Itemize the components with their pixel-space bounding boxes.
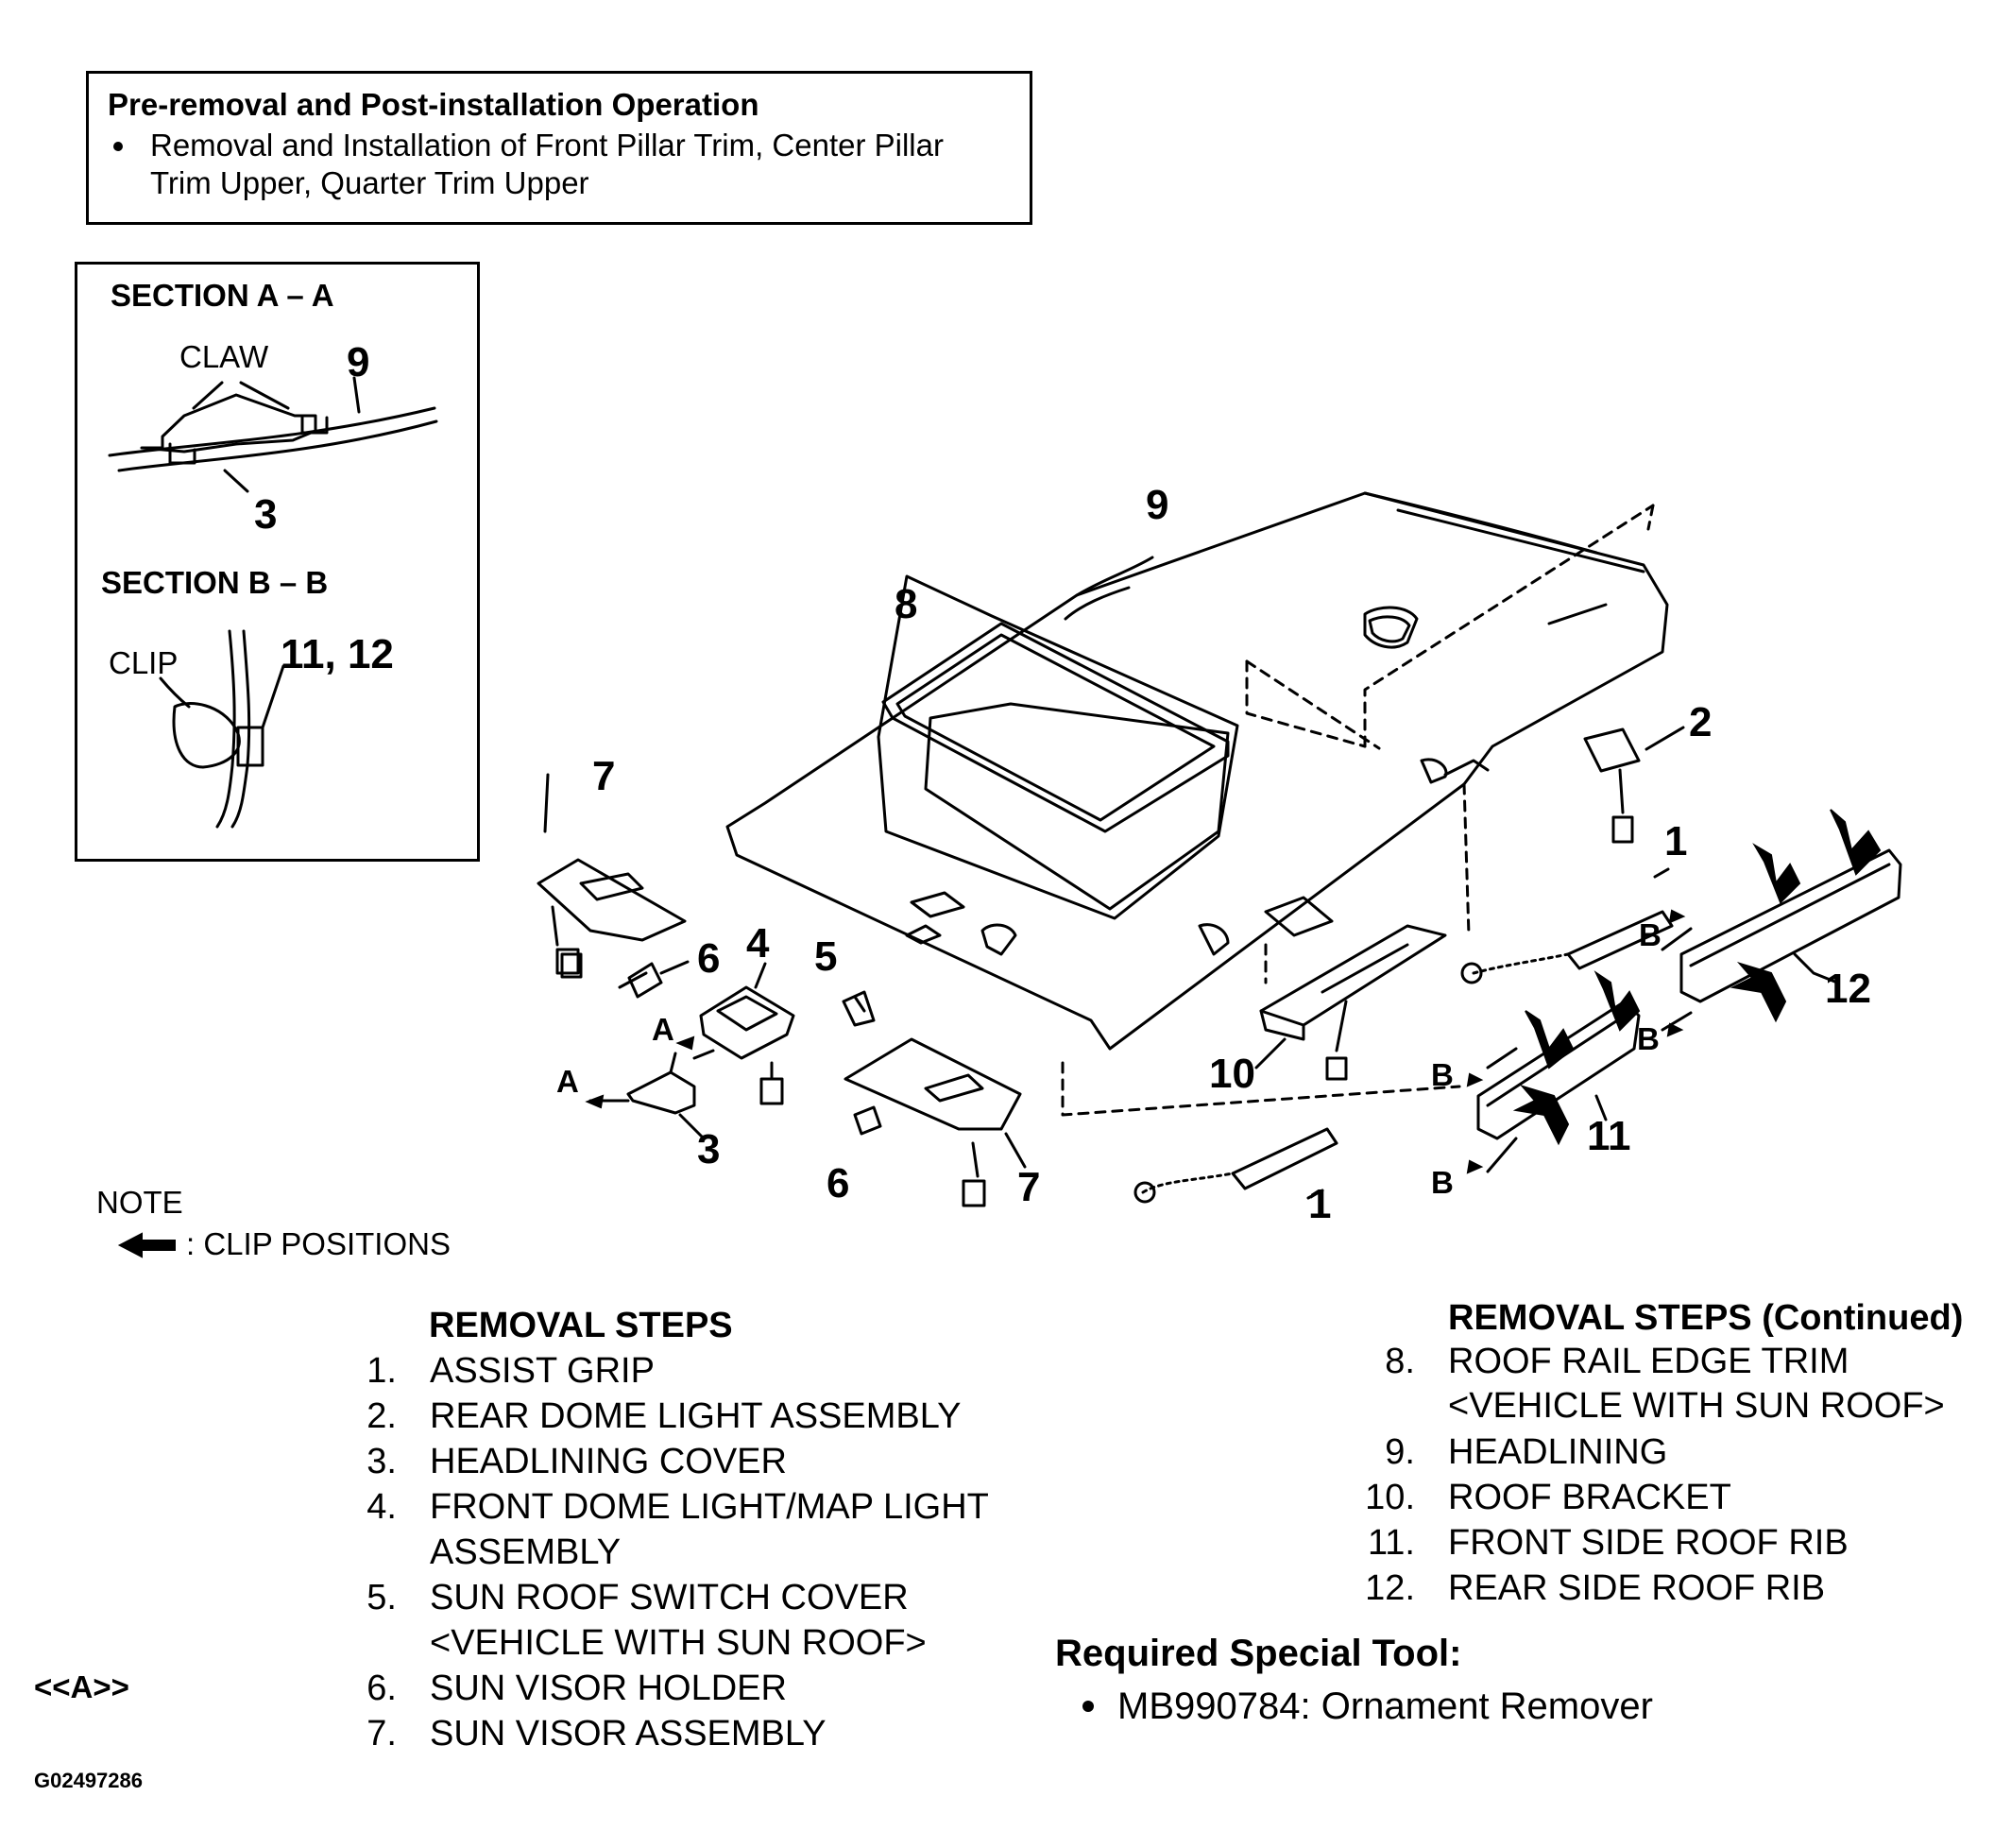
step-text: SUN VISOR HOLDER	[430, 1668, 787, 1708]
step-text: ASSIST GRIP	[430, 1351, 655, 1391]
step-text: ROOF RAIL EDGE TRIM	[1448, 1342, 1849, 1381]
step-text: <VEHICLE WITH SUN ROOF>	[430, 1623, 927, 1663]
special-tool-bullet	[1082, 1701, 1094, 1712]
section-bb-drawing	[159, 629, 285, 829]
section-marker-a2: A	[556, 1064, 579, 1099]
callout-3: 3	[697, 1126, 721, 1172]
section-aa-title: SECTION A – A	[111, 278, 334, 313]
step-text: FRONT DOME LIGHT/MAP LIGHT	[430, 1487, 989, 1527]
step-text: REAR DOME LIGHT ASSEMBLY	[430, 1396, 962, 1436]
section-marker-b1: B	[1639, 917, 1662, 952]
sun-visor-left-drawing	[537, 773, 690, 999]
step-text: SUN VISOR ASSEMBLY	[430, 1714, 827, 1754]
callout-2: 2	[1689, 699, 1713, 745]
step-text: <VEHICLE WITH SUN ROOF>	[1448, 1386, 1945, 1426]
section-aa-num3: 3	[254, 491, 278, 538]
step-text: ROOF BRACKET	[1448, 1478, 1731, 1517]
section-bb-nums: 11, 12	[281, 631, 394, 677]
section-box: SECTION A – A CLAW 9 3 SECTION B – B CLI…	[75, 262, 480, 862]
clip-label: CLIP	[109, 645, 179, 680]
section-aa-num9: 9	[347, 339, 370, 385]
callout-11: 11	[1587, 1113, 1631, 1159]
step-number: 4.	[366, 1487, 397, 1527]
rear-dome-light-drawing	[1583, 726, 1685, 844]
step-text: HEADLINING COVER	[430, 1442, 787, 1481]
section-bb-title: SECTION B – B	[101, 565, 329, 600]
step-text: REAR SIDE ROOF RIB	[1448, 1568, 1826, 1608]
special-tool-title: Required Special Tool:	[1055, 1633, 1462, 1674]
note-clip-positions: : CLIP POSITIONS	[186, 1226, 451, 1261]
callout-1-right: 1	[1664, 818, 1688, 864]
headlining-drawing	[725, 491, 1669, 1117]
preop-bullet	[113, 142, 123, 151]
callout-9: 9	[1146, 482, 1169, 528]
clip-arrows	[117, 809, 1882, 1258]
section-marker-b4: B	[1431, 1165, 1454, 1200]
callout-10: 10	[1209, 1051, 1255, 1097]
step-number: 6.	[366, 1668, 397, 1708]
switch-cover-drawing	[842, 990, 876, 1027]
note-title: NOTE	[96, 1185, 183, 1220]
headlining-cover-drawing	[588, 1049, 715, 1140]
section-aa-drawing	[108, 376, 438, 493]
screws-left-drawing	[555, 948, 648, 989]
section-marker-b2: B	[1637, 1021, 1660, 1056]
callout-5: 5	[814, 933, 838, 980]
removal-steps-title: REMOVAL STEPS	[429, 1306, 733, 1345]
step-text: ASSEMBLY	[430, 1532, 622, 1572]
section-marker-a1: A	[652, 1012, 674, 1047]
callout-12: 12	[1825, 966, 1871, 1012]
roof-ribs-drawing	[1476, 848, 1902, 1173]
step-ref-a: <<A>>	[34, 1669, 129, 1704]
step-number: 1.	[366, 1351, 397, 1391]
preop-box: Pre-removal and Post-installation Operat…	[86, 71, 1032, 225]
preop-line2: Trim Upper, Quarter Trim Upper	[150, 165, 589, 200]
callout-8: 8	[895, 581, 918, 627]
callout-7-right: 7	[1017, 1164, 1041, 1210]
step-number: 9.	[1385, 1432, 1415, 1472]
sun-visor-right-drawing	[844, 1037, 1027, 1207]
special-tool-item: MB990784: Ornament Remover	[1117, 1685, 1653, 1727]
preop-title: Pre-removal and Post-installation Operat…	[108, 87, 759, 122]
figure-id: G02497286	[34, 1769, 143, 1792]
front-dome-light-drawing	[699, 962, 795, 1105]
callout-6-left: 6	[697, 935, 721, 982]
step-number: 3.	[366, 1442, 397, 1481]
step-number: 12.	[1365, 1568, 1415, 1608]
assist-grip-drawing	[1133, 867, 1674, 1204]
removal-steps-cont-title: REMOVAL STEPS (Continued)	[1448, 1298, 1964, 1338]
step-text: FRONT SIDE ROOF RIB	[1448, 1523, 1849, 1563]
section-marker-b3: B	[1431, 1057, 1454, 1092]
step-number: 5.	[366, 1578, 397, 1617]
step-number: 10.	[1365, 1478, 1415, 1517]
step-number: 8.	[1385, 1342, 1415, 1381]
step-text: HEADLINING	[1448, 1432, 1668, 1472]
claw-label: CLAW	[179, 339, 269, 374]
step-text: SUN ROOF SWITCH COVER	[430, 1578, 909, 1617]
callout-4: 4	[746, 920, 770, 967]
step-number: 11.	[1367, 1523, 1415, 1563]
callout-7-left: 7	[592, 753, 616, 799]
callout-1-left: 1	[1308, 1181, 1332, 1227]
note-arrow-icon	[117, 1232, 176, 1258]
callout-6-right: 6	[827, 1160, 850, 1206]
preop-line1: Removal and Installation of Front Pillar…	[150, 128, 944, 163]
step-number: 2.	[366, 1396, 397, 1436]
roof-bracket-drawing	[1254, 924, 1447, 1081]
step-number: 7.	[366, 1714, 397, 1754]
